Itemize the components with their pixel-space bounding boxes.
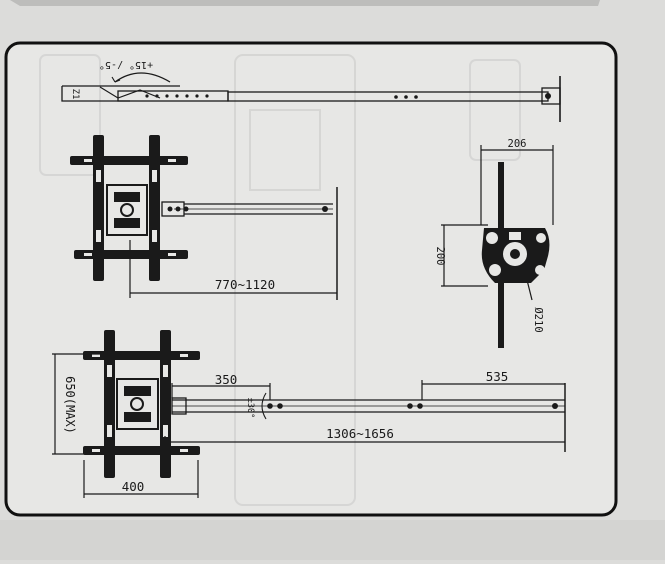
total-extension-label: 1306~1656 xyxy=(326,426,394,441)
top-edge-shadow xyxy=(10,0,600,6)
top-view: +15° /-5° Z1 xyxy=(61,59,561,122)
side-view: 206 200 Ø210 xyxy=(434,138,554,348)
tilt-label: +15° /-5° xyxy=(99,59,153,70)
bottom-frame-slots xyxy=(92,354,188,452)
bleed-through xyxy=(39,54,521,506)
tilt-angle-label: ±30° xyxy=(245,398,255,418)
top-tube-holes xyxy=(145,94,418,99)
top-tilt-arc xyxy=(114,72,171,83)
bottom-arm xyxy=(171,397,565,415)
front-view: 770~1120 xyxy=(70,135,338,300)
top-plate-outline xyxy=(61,86,130,102)
front-frame-slots xyxy=(84,159,176,256)
bottom-arm-joints xyxy=(267,403,558,409)
front-mount-frame xyxy=(70,135,188,281)
top-arm-linkage xyxy=(99,86,161,99)
bottom-mount-frame xyxy=(83,330,200,478)
arm-offset-label: 350 xyxy=(215,372,238,387)
mount-width-label: 400 xyxy=(122,479,145,494)
extension-label: 770~1120 xyxy=(215,277,275,292)
side-dimension-lines xyxy=(441,145,554,301)
bottom-shadow xyxy=(0,520,665,560)
bottom-view: 350 ±30° 535 1306~1656 650(MAX) 400 xyxy=(52,330,566,498)
tilt-arc xyxy=(261,392,267,420)
pole-section-label: 535 xyxy=(486,369,509,384)
mount-height-label: 650(MAX) xyxy=(63,376,77,434)
plate-height-label: 200 xyxy=(434,247,446,266)
front-arm-joints xyxy=(167,206,328,212)
tube-diameter-label: Ø210 xyxy=(532,307,544,332)
plate-width-label: 206 xyxy=(508,138,527,150)
end-label: Z1 xyxy=(70,89,80,100)
front-dimension xyxy=(129,240,337,298)
bottom-dimension-lines xyxy=(52,353,565,498)
front-arm xyxy=(161,201,333,217)
side-bracket-body xyxy=(481,228,550,283)
